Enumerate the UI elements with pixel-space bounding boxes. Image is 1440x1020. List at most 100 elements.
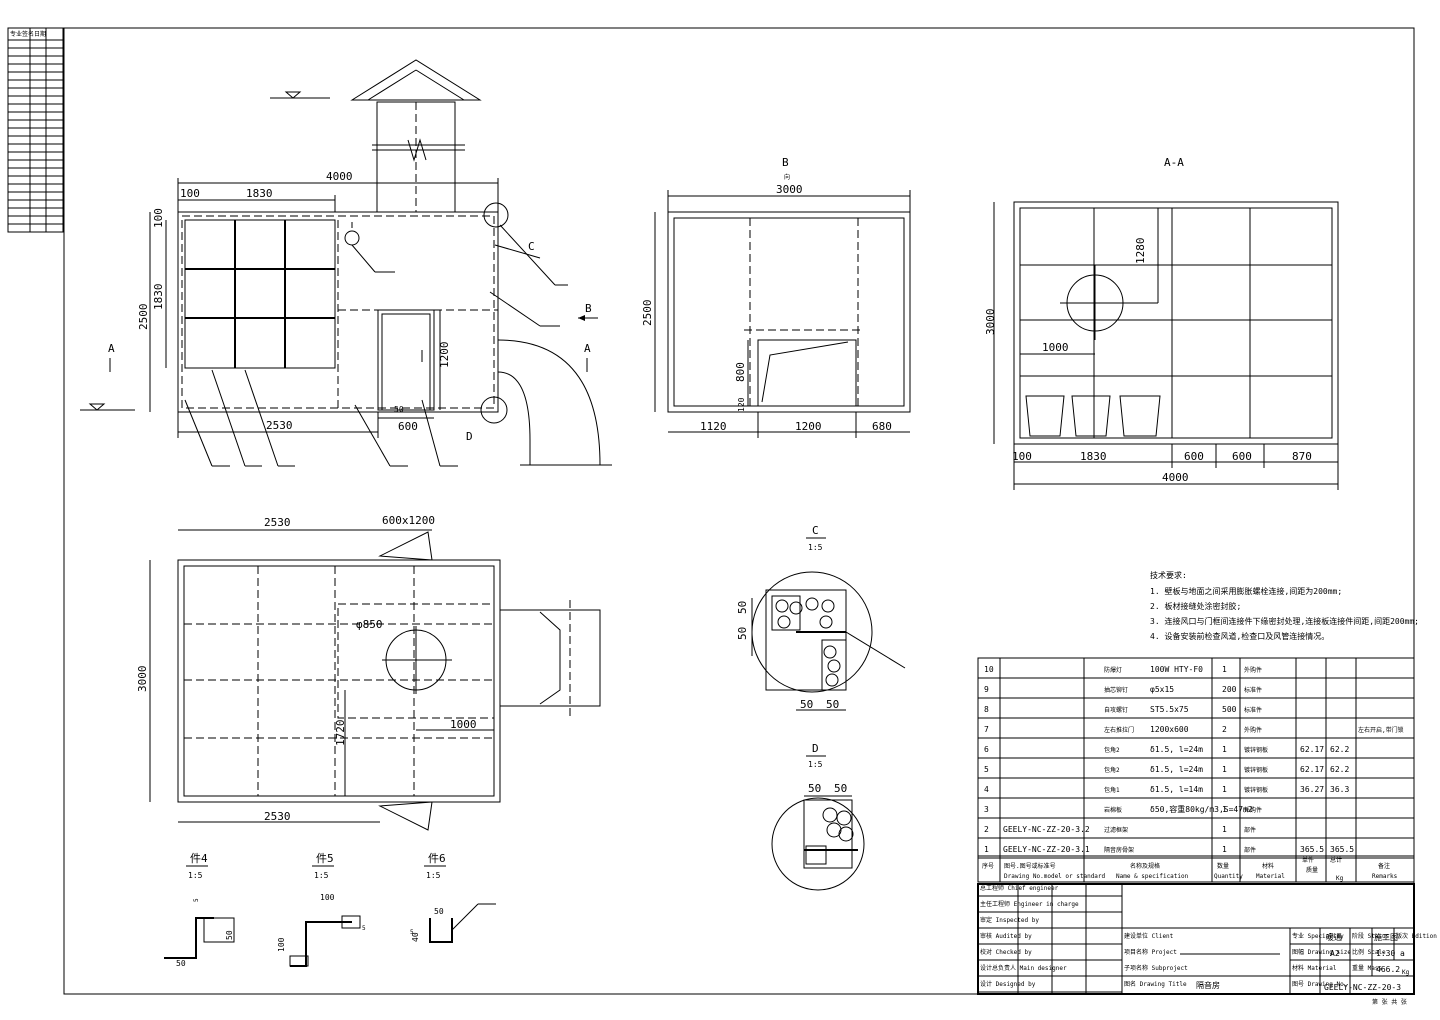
bom-row-no: 2 bbox=[984, 825, 989, 834]
dim-870: 870 bbox=[1292, 450, 1312, 463]
window-grille bbox=[184, 219, 336, 369]
bom-h-code-en: Drawing No.model or standard bbox=[1004, 873, 1106, 880]
view-marker-b: B bbox=[585, 302, 592, 315]
part-6-dim-3: 5 bbox=[410, 929, 414, 936]
revision-header: 专业签名日期 bbox=[10, 30, 46, 38]
tb-label-1: 主任工程师 Engineer in charge bbox=[980, 900, 1079, 908]
detail-d-title: D bbox=[812, 742, 819, 755]
bom-row-total: 62.2 bbox=[1330, 745, 1349, 754]
bom-row-no: 10 bbox=[984, 665, 994, 674]
bom-h-kg: Kg bbox=[1336, 875, 1344, 882]
dim-phi850: φ850 bbox=[356, 618, 383, 631]
notes-line-4: 4. 设备安装前检查风道,检查口及风管连接情况。 bbox=[1150, 631, 1329, 641]
bom-row-qty: 1 bbox=[1222, 765, 1227, 774]
bom-row-spec: δ50,容重80kg/m3,S=47m2 bbox=[1150, 804, 1253, 814]
part-4: 件4 1:5 50 50 5 bbox=[164, 852, 235, 968]
bom-row-name: 岩棉板 bbox=[1104, 806, 1122, 814]
dim-1200-b: 1200 bbox=[795, 420, 822, 433]
bom-row-name: 隔音房骨架 bbox=[1104, 846, 1134, 854]
tb-edition: a bbox=[1400, 949, 1405, 958]
chimney-cap bbox=[350, 59, 482, 101]
tb-weight-label: 重量 Mass bbox=[1352, 964, 1382, 972]
notes-line-2: 2. 板材接缝处涂密封胶; bbox=[1150, 601, 1241, 611]
part-4-dim-1: 50 bbox=[176, 959, 186, 968]
bom-row-qty: 1 bbox=[1222, 845, 1227, 854]
detail-d-dim-h2: 50 bbox=[834, 782, 847, 795]
detail-marker-d: D bbox=[466, 430, 473, 443]
tb-label-5: 设计总负责人 Main designer bbox=[980, 964, 1067, 972]
bom-row-no: 9 bbox=[984, 685, 989, 694]
part-4-dim-3: 5 bbox=[193, 898, 200, 902]
bom-row-qty: 200 bbox=[1222, 685, 1237, 694]
bom-row-total: 62.2 bbox=[1330, 765, 1349, 774]
bom-h-qty: 数量 bbox=[1217, 862, 1229, 870]
bom-h-remarks-en: Remarks bbox=[1372, 873, 1398, 880]
dim-100-aa: 100 bbox=[1012, 450, 1032, 463]
bom-row-qty: 1 bbox=[1222, 745, 1227, 754]
bom-row-material: 外购件 bbox=[1244, 666, 1262, 674]
bom-row-material: 镀锌钢板 bbox=[1244, 746, 1268, 754]
tb-drawing-no: GEELY-NC-ZZ-20-3 bbox=[1324, 983, 1401, 992]
bom-row-qty: 1 bbox=[1222, 785, 1227, 794]
tb-project: 项目名称 Project bbox=[1124, 948, 1177, 956]
dim-2500: 2500 bbox=[137, 304, 150, 331]
tb-label-2: 审定 Inspected by bbox=[980, 916, 1039, 924]
part-5-title: 件5 bbox=[316, 852, 334, 865]
tb-material-label: 材料 Material bbox=[1292, 964, 1337, 972]
tb-label-3: 审核 Audited by bbox=[980, 932, 1032, 940]
bom-row-no: 1 bbox=[984, 845, 989, 854]
dim-1000-plan: 1000 bbox=[450, 718, 477, 731]
bom-row-no: 5 bbox=[984, 765, 989, 774]
bom-h-material: 材料 bbox=[1262, 862, 1274, 870]
bom-row-material: 镀锌钢板 bbox=[1244, 766, 1268, 774]
bom-row-name: 包角2 bbox=[1104, 766, 1120, 774]
detail-c-dim-v1: 50 bbox=[736, 601, 749, 614]
part-4-scale: 1:5 bbox=[188, 871, 203, 880]
tb-weight: 466.2 bbox=[1376, 965, 1400, 974]
bom-row-qty: 2 bbox=[1222, 725, 1227, 734]
bom-h-qty-en: Quantity bbox=[1214, 873, 1243, 880]
bom-row-spec: ST5.5x75 bbox=[1150, 705, 1189, 714]
bom-row-name: 防爆灯 bbox=[1104, 666, 1122, 674]
detail-marker-c: C bbox=[528, 240, 535, 253]
tb-size: A2 bbox=[1330, 949, 1340, 958]
front-view: 4000 100 1830 2500 1830 100 1200 2530 60… bbox=[80, 59, 612, 467]
dim-1200: 1200 bbox=[438, 342, 451, 369]
bom-row-material: 外购件 bbox=[1244, 806, 1262, 814]
detail-d: D 1:5 50 50 bbox=[771, 742, 865, 891]
bom-h-material-en: Material bbox=[1256, 873, 1285, 880]
part-5-dim-3: 5 bbox=[362, 925, 366, 932]
bom-row-name: 包角1 bbox=[1104, 786, 1120, 794]
dim-1720: 1720 bbox=[334, 720, 347, 747]
bom-row-each: 62.17 bbox=[1300, 765, 1324, 774]
bom-row-name: 包角2 bbox=[1104, 746, 1120, 754]
section-aa: A-A 3000 1280 1000 100 1830 600 600 870 … bbox=[984, 156, 1339, 490]
notes-line-1: 1. 壁板与地面之间采用膨胀螺栓连接,间距为200mm; bbox=[1150, 586, 1342, 596]
section-marker-a-right: A bbox=[584, 342, 591, 355]
bom-row-material: 部件 bbox=[1244, 846, 1256, 854]
dim-4000: 4000 bbox=[326, 170, 353, 183]
tb-stage-label: 阶段 Status bbox=[1352, 932, 1390, 940]
bom-h-code: 图号.图号或标准号 bbox=[1004, 862, 1056, 870]
dim-1120: 1120 bbox=[700, 420, 727, 433]
tb-scale-label: 比例 Scale bbox=[1352, 948, 1386, 956]
revision-block: 专业签名日期 bbox=[7, 27, 64, 233]
bom-row-material: 部件 bbox=[1244, 826, 1256, 834]
section-aa-title: A-A bbox=[1164, 156, 1184, 169]
dim-680: 680 bbox=[872, 420, 892, 433]
dim-2500-b: 2500 bbox=[641, 300, 654, 327]
bom-row-no: 8 bbox=[984, 705, 989, 714]
bom-row-material: 外购件 bbox=[1244, 726, 1262, 734]
dim-4000-aa: 4000 bbox=[1162, 471, 1189, 484]
view-b-title: B bbox=[782, 156, 789, 169]
bom-h-no: 序号 bbox=[982, 862, 994, 870]
bom-row-total: 365.5 bbox=[1330, 845, 1354, 854]
tb-label-6: 设计 Designed by bbox=[980, 980, 1036, 988]
part-6-scale: 1:5 bbox=[426, 871, 441, 880]
tb-speciality-label: 专业 Speciality bbox=[1292, 932, 1344, 940]
bom-row-spec: δ1.5, l=24m bbox=[1150, 765, 1203, 774]
dim-800: 800 bbox=[734, 362, 747, 382]
bom-row-spec: δ1.5, l=24m bbox=[1150, 745, 1203, 754]
dim-1830-aa: 1830 bbox=[1080, 450, 1107, 463]
dim-1280: 1280 bbox=[1134, 238, 1147, 265]
